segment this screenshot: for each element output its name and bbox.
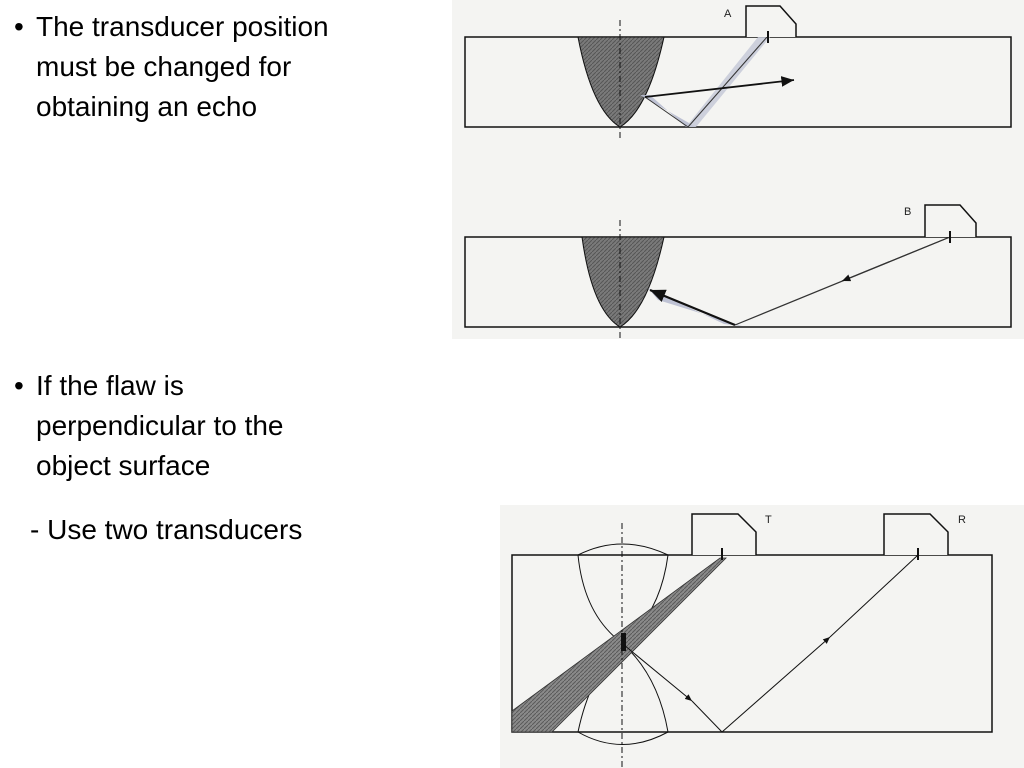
- reflection-path-b: [649, 288, 736, 327]
- angle-beam-diagram: A B: [452, 0, 1024, 339]
- reflected-ray-a: [644, 76, 795, 98]
- angle-beam-svg: A B: [464, 5, 1012, 339]
- reflection-path-a: [644, 96, 689, 128]
- transmitter-transducer: [691, 513, 757, 555]
- bullet-line: object surface: [36, 450, 211, 481]
- receiver-transducer: [883, 513, 949, 555]
- label-a: A: [724, 8, 732, 20]
- label-b: B: [904, 206, 911, 218]
- reflected-ray-to-bottom: [691, 700, 723, 733]
- bullet-line: obtaining an echo: [36, 91, 258, 122]
- tandem-svg: T R: [511, 513, 993, 768]
- vertical-flaw: [621, 633, 626, 651]
- bullet-text: The transducer position must be changed …: [36, 7, 329, 127]
- flaw-b: [581, 236, 665, 328]
- tandem-technique-diagram: T R: [500, 505, 1024, 768]
- bullet-transducer-position: • The transducer position must be change…: [14, 7, 414, 127]
- ray-to-receiver: [721, 636, 831, 733]
- sub-item-two-transducers: - Use two transducers: [30, 514, 303, 545]
- bullet-line: perpendicular to the: [36, 410, 284, 441]
- test-block-b: [464, 236, 1012, 328]
- beam-arrow-b: [841, 236, 951, 282]
- beam-b: [648, 288, 742, 326]
- bullet-dot: •: [14, 11, 24, 42]
- label-t: T: [765, 514, 772, 526]
- reflected-ray-down: [623, 644, 693, 702]
- ray-to-receiver-end: [829, 554, 919, 638]
- bullet-line: If the flaw is: [36, 370, 184, 401]
- beam-path-a: [687, 36, 768, 128]
- sound-beam: [511, 557, 727, 733]
- bullet-perpendicular-flaw: • If the flaw is perpendicular to the ob…: [14, 366, 414, 486]
- test-block-a: [464, 36, 1012, 128]
- bullet-line: must be changed for: [36, 51, 292, 82]
- bullet-line: The transducer position: [36, 11, 329, 42]
- flaw-a: [577, 36, 665, 128]
- transducer-b: [924, 204, 977, 237]
- weld-cap-bottom: [577, 731, 669, 745]
- bullet-text: If the flaw is perpendicular to the obje…: [36, 366, 284, 486]
- transducer-a: [745, 5, 797, 37]
- weld-cap-top: [577, 543, 669, 556]
- label-r: R: [958, 514, 966, 526]
- bullet-dot: •: [14, 370, 24, 401]
